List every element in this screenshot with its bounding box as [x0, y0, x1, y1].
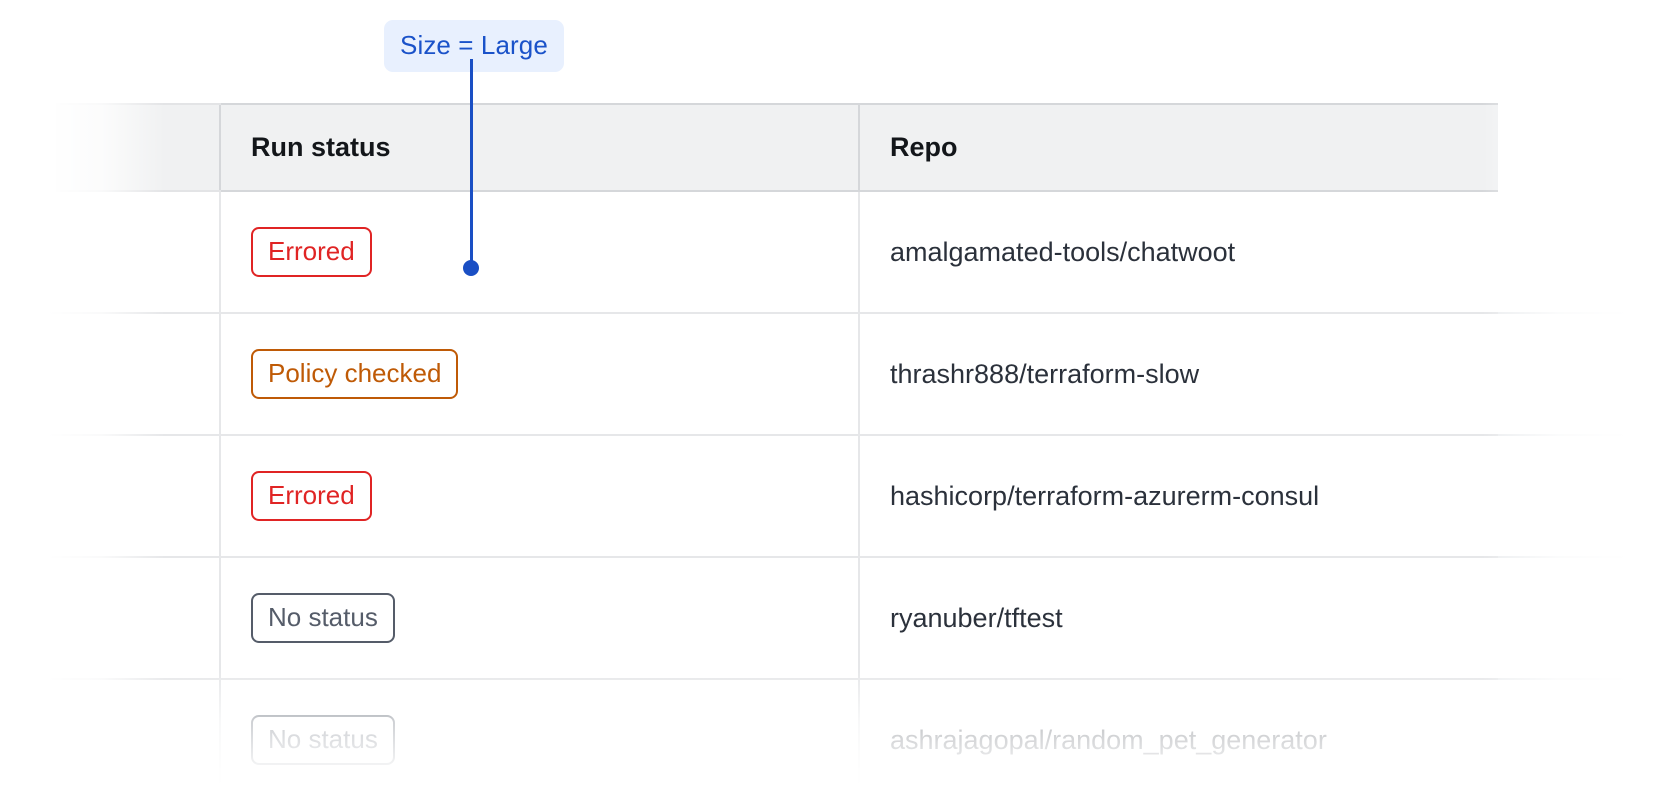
status-badge: No status: [251, 593, 395, 643]
header-label-repo: Repo: [890, 132, 958, 162]
annotation-connector-dot: [463, 260, 479, 276]
header-label-run-status: Run status: [251, 132, 391, 162]
table-row[interactable]: No status ryanuber/tftest: [0, 557, 1672, 680]
row-cell-partial-right: [1498, 679, 1672, 788]
row-cell-repo: ryanuber/tftest: [858, 557, 1498, 680]
row-cell-repo: amalgamated-tools/chatwoot: [858, 191, 1498, 314]
table-header: Run status Repo: [0, 103, 1672, 192]
header-cell-partial-left: [56, 103, 220, 192]
status-badge: Errored: [251, 227, 372, 277]
row-cell-partial-left: [56, 679, 220, 788]
repo-name[interactable]: ashrajagopal/random_pet_generator: [890, 724, 1327, 755]
header-row: Run status Repo: [0, 103, 1672, 192]
row-cell-partial-left: [56, 313, 220, 436]
row-cell-repo: ashrajagopal/random_pet_generator: [858, 679, 1498, 788]
row-cell-partial-right: [1498, 557, 1672, 680]
table-row[interactable]: No status ashrajagopal/random_pet_generat…: [0, 679, 1672, 788]
row-gutter-left: [0, 557, 56, 680]
header-cell-repo[interactable]: Repo: [858, 103, 1498, 192]
row-gutter-left: [0, 191, 56, 314]
repo-name[interactable]: ryanuber/tftest: [890, 602, 1063, 633]
row-cell-partial-left: [56, 435, 220, 558]
repo-name[interactable]: amalgamated-tools/chatwoot: [890, 236, 1236, 267]
row-cell-repo: hashicorp/terraform-azurerm-consul: [858, 435, 1498, 558]
repo-name[interactable]: thrashr888/terraform-slow: [890, 358, 1200, 389]
header-cell-run-status[interactable]: Run status: [219, 103, 859, 192]
annotation-badge: Size = Large: [384, 20, 564, 72]
row-cell-partial-right: [1498, 313, 1672, 436]
row-gutter-left: [0, 679, 56, 788]
row-cell-run-status: Policy checked: [219, 313, 859, 436]
annotation-connector-line: [470, 59, 473, 264]
header-gutter-left: [0, 104, 56, 191]
row-cell-repo: thrashr888/terraform-slow: [858, 313, 1498, 436]
status-badge: Policy checked: [251, 349, 459, 399]
table-row[interactable]: Errored hashicorp/terraform-azurerm-consu…: [0, 435, 1672, 558]
row-cell-run-status: No status: [219, 679, 859, 788]
row-gutter-left: [0, 435, 56, 558]
row-cell-run-status: Errored: [219, 191, 859, 314]
row-cell-run-status: Errored: [219, 435, 859, 558]
annotation-badge-label: Size = Large: [400, 30, 548, 60]
table-viewport: Run status Repo Errored amalgamated-tools…: [0, 103, 1672, 788]
row-cell-partial-right: [1498, 191, 1672, 314]
status-badge: No status: [251, 715, 395, 765]
row-cell-partial-right: [1498, 435, 1672, 558]
row-cell-partial-left: [56, 191, 220, 314]
repo-name[interactable]: hashicorp/terraform-azurerm-consul: [890, 480, 1320, 511]
row-cell-partial-left: [56, 557, 220, 680]
runs-table: Run status Repo Errored amalgamated-tools…: [0, 103, 1672, 788]
row-cell-run-status: No status: [219, 557, 859, 680]
table-row[interactable]: Policy checked thrashr888/terraform-slow: [0, 313, 1672, 436]
row-gutter-left: [0, 313, 56, 436]
table-row[interactable]: Errored amalgamated-tools/chatwoot: [0, 191, 1672, 314]
status-badge: Errored: [251, 471, 372, 521]
header-cell-partial-right: [1498, 104, 1672, 191]
